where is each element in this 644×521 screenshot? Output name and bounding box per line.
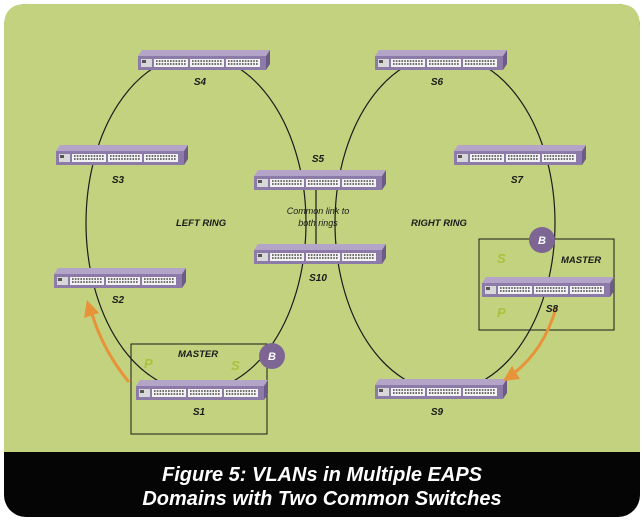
arrow-right-head (503, 366, 520, 381)
caption-line-1: Figure 5: VLANs in Multiple EAPS (161, 463, 483, 486)
common-link-note-line2: both rings (298, 218, 338, 228)
blocked-badge-left (259, 343, 285, 369)
label-s3: S3 (112, 175, 125, 186)
label-s9: S9 (431, 407, 444, 418)
primary-port-left: P (144, 356, 153, 371)
switch-s6 (374, 49, 508, 71)
master-title-left: MASTER (178, 349, 218, 360)
arrow-left-head (84, 300, 99, 318)
switch-s9 (374, 378, 508, 400)
label-s10: S10 (309, 273, 327, 284)
switch-s8 (481, 276, 615, 298)
master-title-right: MASTER (561, 255, 601, 266)
switch-s2 (53, 267, 187, 289)
caption-line-2: Domains with Two Common Switches (142, 487, 502, 510)
blocked-badge-right (529, 227, 555, 253)
right-ring-label: RIGHT RING (411, 218, 468, 229)
secondary-port-right: S (497, 251, 506, 266)
label-s1: S1 (193, 407, 206, 418)
switch-s4 (137, 49, 271, 71)
label-s2: S2 (112, 295, 125, 306)
figure-caption: Figure 5: VLANs in Multiple EAPS Domains… (0, 452, 644, 521)
blocked-label-left: B (268, 351, 276, 363)
switch-s1 (135, 379, 269, 401)
label-s6: S6 (431, 77, 444, 88)
switch-s3 (55, 144, 189, 166)
arrow-left (90, 312, 130, 383)
label-s4: S4 (194, 77, 207, 88)
switch-s7 (453, 144, 587, 166)
switch-s10 (253, 243, 387, 265)
label-s5: S5 (312, 154, 325, 165)
left-ring-label: LEFT RING (176, 218, 227, 229)
direction-arrows (90, 306, 558, 383)
switch-s5 (253, 169, 387, 191)
label-s8: S8 (546, 304, 559, 315)
common-link-note-line1: Common link to (287, 206, 350, 216)
blocked-label-right: B (538, 235, 546, 247)
diagram-background (4, 4, 640, 452)
primary-port-right: P (497, 305, 506, 320)
arrow-right (511, 306, 558, 376)
label-s7: S7 (511, 175, 524, 186)
secondary-port-left: S (231, 358, 240, 373)
